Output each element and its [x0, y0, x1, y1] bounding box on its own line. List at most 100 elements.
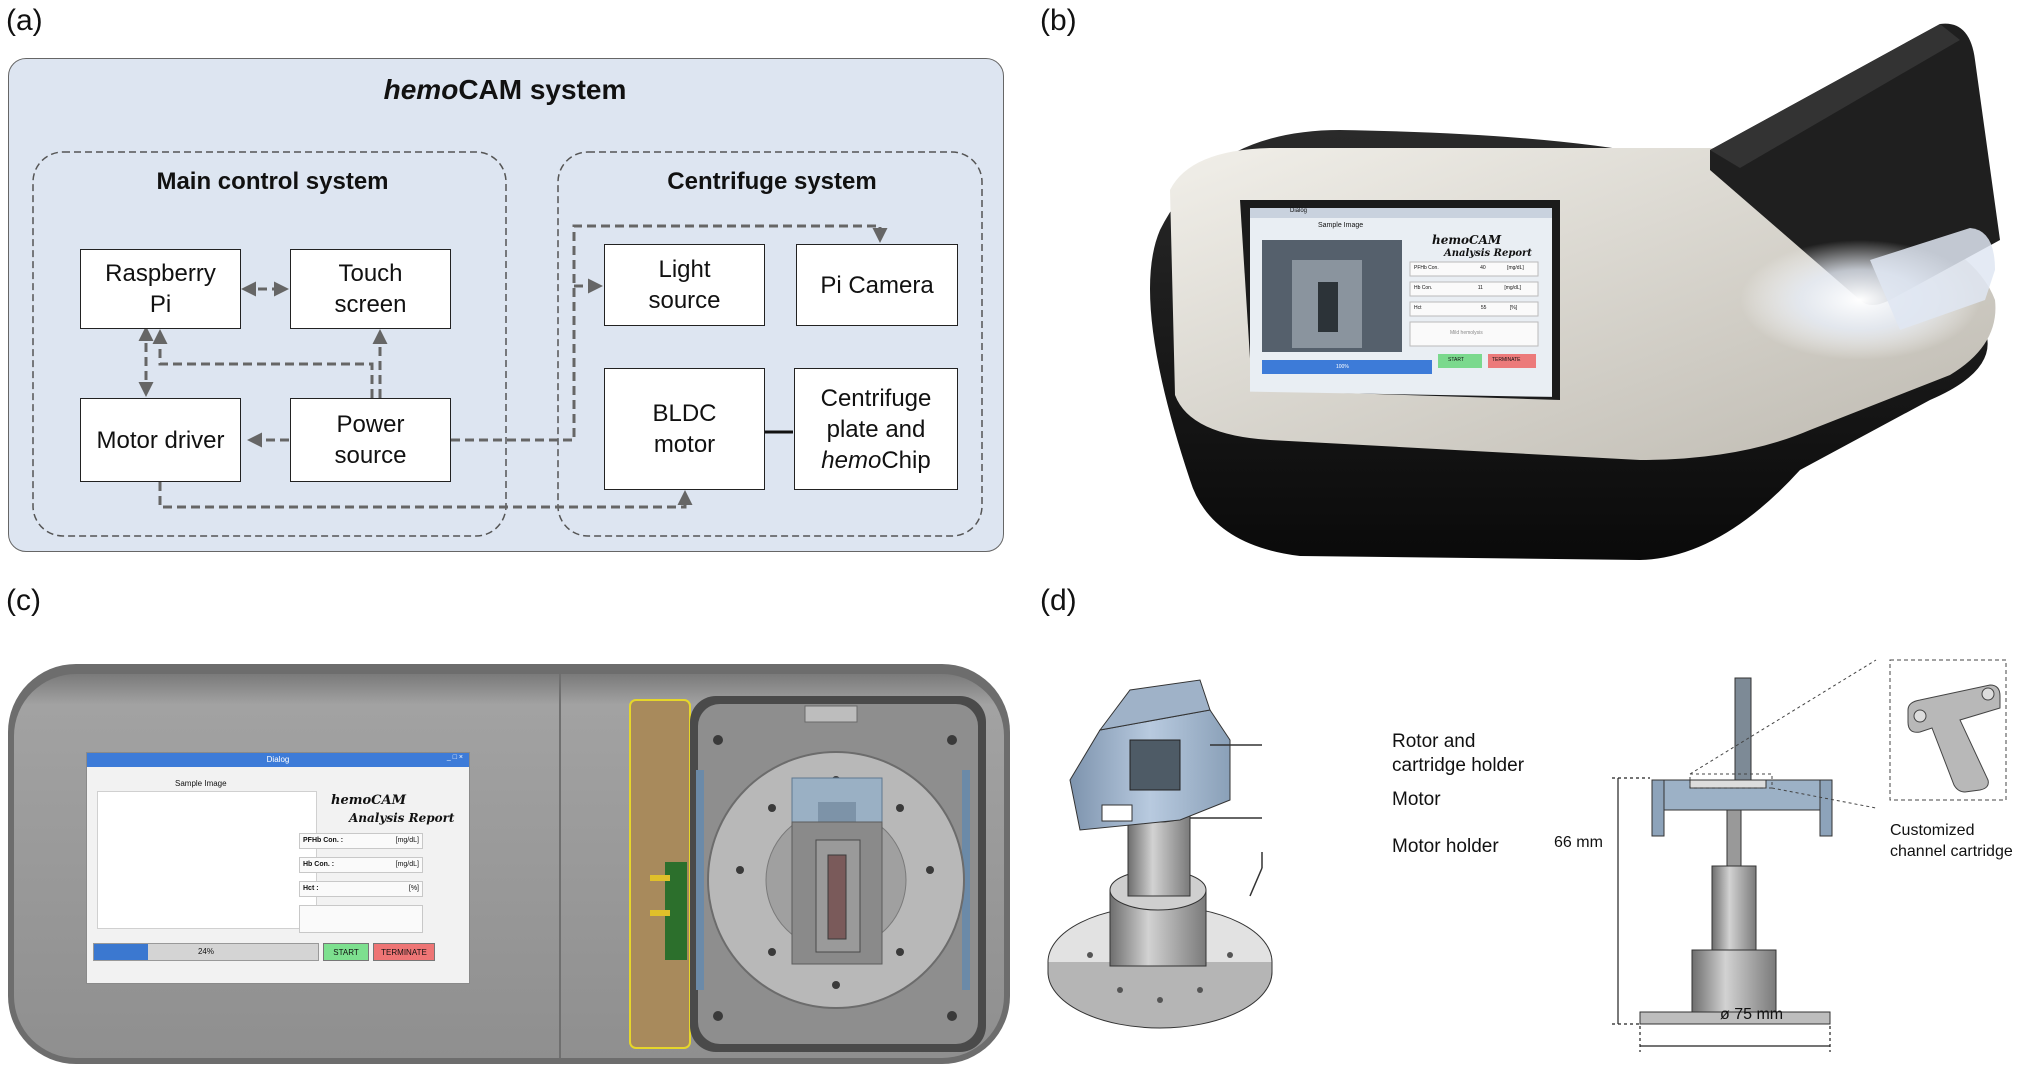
- d-height-label: 66 mm: [1554, 834, 1603, 851]
- c-note-field: [299, 905, 423, 933]
- c-hb-unit: [mg/dL]: [395, 861, 419, 868]
- c-hb-label: Hb Con. :: [303, 861, 335, 868]
- d-diameter-label: ø 75 mm: [1720, 1006, 1784, 1023]
- c-terminate-button[interactable]: TERMINATE: [373, 943, 435, 961]
- hemochip-line: hemoChip: [821, 445, 932, 476]
- c-start-button[interactable]: START: [323, 943, 369, 961]
- raspberry-pi-line1: Raspberry: [105, 260, 216, 287]
- c-hct-field: Hct : [%]: [299, 881, 423, 897]
- bldc-motor-line1: BLDC: [652, 400, 717, 427]
- power-source-box: Power source: [290, 398, 451, 482]
- b-sample-label: Sample Image: [1318, 222, 1364, 229]
- c-hct-unit: [%]: [408, 885, 419, 892]
- panel-label-b: (b): [1040, 4, 1077, 37]
- c-app-window: Dialog _ □ × Sample Image hemoCAM Analys…: [86, 752, 470, 984]
- c-pfhb-field: PFHb Con. : [mg/dL]: [299, 833, 423, 849]
- c-title-bar: Dialog: [87, 753, 469, 767]
- main-control-title: Main control system: [156, 168, 389, 195]
- device-lid: [1710, 23, 2000, 306]
- c-sample-image-area: [97, 791, 317, 929]
- b-start-label: START: [1448, 357, 1464, 363]
- d-rotor-label: Rotor and cartridge holder: [1392, 730, 1524, 778]
- motor-driver-box: Motor driver: [80, 398, 241, 482]
- main-control-dashed-box: [32, 151, 507, 537]
- panel-label-c: (c): [6, 584, 41, 617]
- d-side-motor: [1711, 865, 1757, 951]
- b-window-title: Dialog: [1290, 208, 1308, 214]
- b-row-1-label: PFHb Con.: [1414, 265, 1439, 271]
- d-cartridge-shape: [1907, 684, 2001, 793]
- light-source-box: Light source: [604, 244, 765, 326]
- d-rotor-label-line1: Rotor and: [1392, 731, 1476, 752]
- pi-camera-label: Pi Camera: [820, 271, 934, 299]
- b-row-2-unit: [mg/dL]: [1504, 285, 1522, 291]
- hemochip-italic: hemo: [821, 446, 882, 474]
- panel-label-a: (a): [6, 4, 43, 37]
- title-italic: hemo: [383, 74, 459, 105]
- arrow-power-pi: [152, 329, 374, 398]
- device-progress-bar: [1262, 360, 1432, 374]
- c-report-title: hemoCAM: [331, 793, 406, 808]
- d-rotor-label-line2: cartridge holder: [1392, 755, 1525, 776]
- c-sample-label: Sample Image: [175, 779, 227, 788]
- b-row-2-value: 11: [1477, 285, 1483, 291]
- device-photo-illustration: [1150, 23, 2000, 560]
- power-source-line2: source: [334, 442, 407, 469]
- b-report-subtitle: Analysis Report: [1444, 248, 1532, 259]
- c-window-controls[interactable]: _ □ ×: [446, 754, 463, 761]
- d-side-base: [1639, 1011, 1831, 1025]
- title-rest: CAM system: [458, 74, 627, 105]
- device-start-button: [1438, 354, 1482, 368]
- c-hb-field: Hb Con. : [mg/dL]: [299, 857, 423, 873]
- touch-screen-line2: screen: [334, 291, 407, 318]
- d-motor-holder-label: Motor holder: [1392, 836, 1499, 857]
- d-cartridge-label-line2: channel cartridge: [1890, 843, 2013, 860]
- panel-a-connectors: [32, 151, 983, 537]
- centrifuge-plate-line1: Centrifuge: [820, 384, 932, 412]
- c-pfhb-unit: [mg/dL]: [395, 837, 419, 844]
- arrow-motordriver-bldc: [158, 482, 693, 509]
- c-pfhb-label: PFHb Con. :: [303, 837, 344, 844]
- b-row-3-value: 55: [1480, 305, 1487, 311]
- panel-label-d: (d): [1040, 584, 1077, 617]
- chamber-opening: [1870, 228, 1995, 330]
- b-progress-text: 100%: [1336, 364, 1349, 370]
- b-row-2: Hb Con. 11 [mg/dL]: [1414, 285, 1521, 291]
- touch-screen-box: Touch screen: [290, 249, 451, 329]
- light-source-line1: Light: [658, 256, 711, 283]
- centrifuge-dashed-box: [557, 151, 983, 537]
- bldc-motor-line2: motor: [653, 431, 716, 458]
- b-row-1: PFHb Con. 40 [mg/dL]: [1414, 265, 1524, 271]
- light-source-line2: source: [648, 287, 721, 314]
- motor-driver-label: Motor driver: [96, 426, 225, 454]
- c-hct-label: Hct :: [303, 885, 319, 892]
- centrifuge-plate-line2: plate and: [826, 415, 926, 443]
- b-row-1-unit: [mg/dL]: [1507, 265, 1524, 271]
- centrifuge-title: Centrifuge system: [667, 168, 877, 195]
- c-progress-fill: [94, 944, 148, 960]
- b-report-title: hemoCAM: [1432, 233, 1502, 247]
- d-side-motor-holder: [1691, 949, 1777, 1013]
- power-source-line1: Power: [336, 411, 405, 438]
- pi-camera-box: Pi Camera: [796, 244, 958, 326]
- b-row-1-value: 40: [1480, 265, 1486, 271]
- touch-screen-line1: Touch: [338, 260, 403, 287]
- b-note: Mild hemolysis: [1450, 330, 1483, 336]
- bldc-motor-box: BLDC motor: [604, 368, 765, 490]
- d-cartridge-label-line1: Customized: [1890, 822, 1975, 839]
- d-cartridge-label: Customized channel cartridge: [1890, 820, 2013, 862]
- d-motor-label: Motor: [1392, 789, 1441, 810]
- device-terminate-button: [1488, 354, 1536, 368]
- b-row-3: Hct 55 [%]: [1414, 305, 1517, 311]
- arrow-power-centrifuge: [451, 224, 888, 442]
- d-leader-holder: [1249, 867, 1263, 897]
- b-row-3-label: Hct: [1414, 305, 1422, 311]
- b-terminate-label: TERMINATE: [1492, 357, 1521, 363]
- hemocam-system-title: hemoCAM system: [0, 74, 1010, 106]
- hemochip-rest: Chip: [881, 446, 931, 474]
- rotor-cad-illustration: [1047, 659, 2007, 1052]
- c-progress-text: 24%: [197, 947, 214, 956]
- raspberry-pi-line2: Pi: [149, 291, 172, 318]
